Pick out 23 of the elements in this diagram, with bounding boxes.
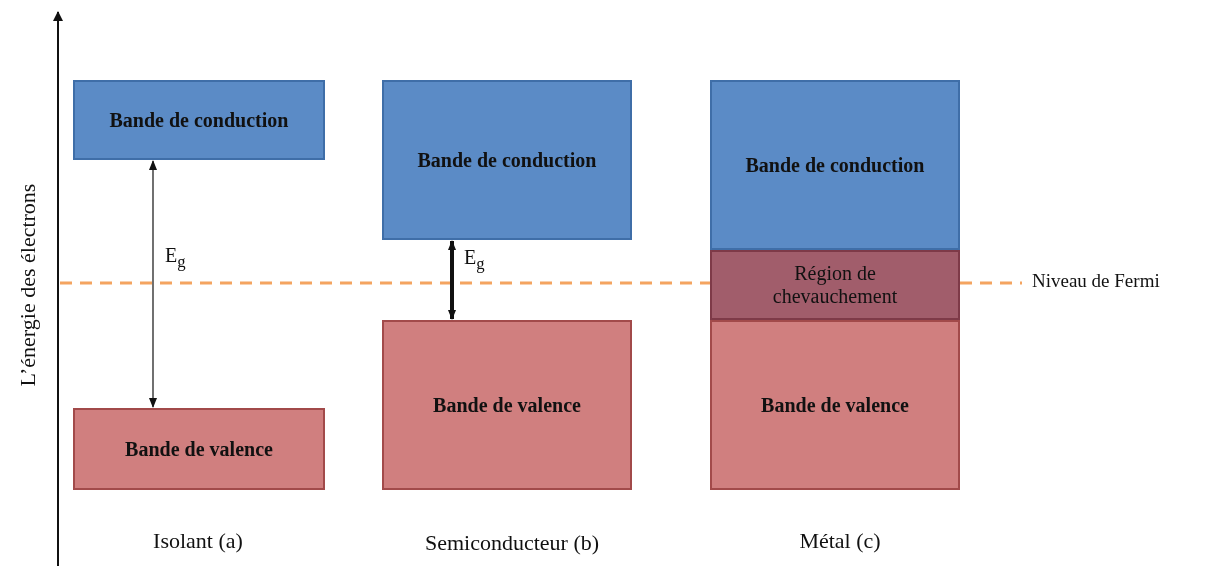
axis-title: L’énergie des électrons bbox=[15, 183, 41, 387]
double-arrow bbox=[448, 240, 456, 320]
double-arrow bbox=[149, 160, 157, 408]
conduction-band-box bbox=[382, 80, 632, 240]
column-caption: Métal (c) bbox=[799, 528, 881, 554]
band-label: Bande de valence bbox=[125, 437, 273, 461]
valence-band-box bbox=[73, 408, 325, 490]
band-label: Bande de valence bbox=[761, 393, 909, 417]
column-caption: Isolant (a) bbox=[153, 528, 243, 554]
band-label: Bande de conduction bbox=[745, 153, 925, 177]
band-label: Région de chevauchement bbox=[771, 262, 899, 308]
valence-band-box bbox=[382, 320, 632, 490]
edge-label: E$_{g}$ bbox=[464, 246, 485, 274]
band-label: Bande de valence bbox=[433, 393, 581, 417]
edge-label: E$_{g}$ bbox=[165, 244, 186, 272]
overlap-region-box bbox=[710, 250, 960, 320]
conduction-band-box bbox=[73, 80, 325, 160]
band-label: Bande de conduction bbox=[109, 108, 289, 132]
band-label: Bande de conduction bbox=[417, 148, 597, 172]
column-caption: Semiconducteur (b) bbox=[424, 530, 600, 556]
valence-band-box bbox=[710, 320, 960, 490]
conduction-band-box bbox=[710, 80, 960, 250]
fermi-level-label: Niveau de Fermi bbox=[1032, 270, 1160, 292]
